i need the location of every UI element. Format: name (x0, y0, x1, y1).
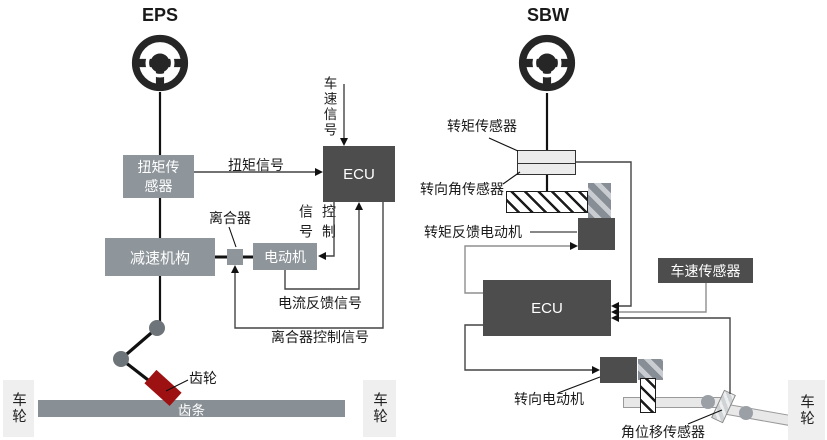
eps-wheel-left-box: 车轮 (3, 380, 34, 437)
eps-reducer-box: 减速机构 (105, 238, 215, 276)
arrow-into-clutch (231, 265, 239, 273)
arrow-into-steering-motor (592, 366, 600, 374)
sbw-speed-sensor-box: 车速传感器 (658, 258, 753, 283)
eps-gear-leader (165, 379, 189, 392)
arrow-into-sbw-ecu-1 (611, 302, 619, 310)
eps-torque-sensor-line2: 感器 (144, 177, 173, 194)
sbw-torque-feedback-motor-label: 转矩反馈电动机 (424, 224, 522, 240)
sbw-wheel-box: 车轮 (788, 380, 825, 440)
sbw-steering-motor-box (600, 357, 637, 383)
arrow-speed-into-ecu (340, 138, 348, 146)
eps-torque-sensor-line1: 扭矩传 (137, 158, 180, 175)
sbw-sensor-stack (517, 150, 576, 175)
eps-control-signal-label: 信号控制 (298, 204, 337, 244)
sbw-worm-gear-lower (638, 359, 663, 380)
sbw-steering-column-hatch (506, 191, 588, 213)
eps-ecu-box: ECU (323, 146, 395, 202)
eps-clutch-control-label: 离合器控制信号 (271, 329, 369, 345)
eps-joint-2 (113, 351, 129, 367)
eps-clutch-leader (228, 226, 237, 248)
eps-torque-sensor-box: 扭矩传 感器 (123, 155, 194, 198)
arrow-into-sbw-ecu-3 (611, 314, 619, 322)
sbw-title: SBW (527, 5, 569, 25)
arrow-control-into-motor (318, 252, 326, 260)
sbw-speed-sensor-line (619, 283, 707, 313)
eps-rack-bar: 齿条 (38, 400, 345, 418)
sbw-steering-angle-sensor-label: 转向角传感器 (420, 181, 504, 197)
sbw-torque-sensor-label: 转矩传感器 (447, 118, 517, 134)
sbw-torque-feedback-motor-box (578, 218, 615, 250)
sbw-worm-gear-upper (588, 183, 611, 221)
sbw-angular-displacement-sensor-label: 角位移传感器 (621, 424, 705, 440)
sbw-wheel-label: 车轮 (798, 393, 814, 427)
arrow-feedback-into-ecu (355, 202, 363, 210)
eps-wheel-right-box: 车轮 (363, 380, 396, 437)
eps-current-feedback-label: 电流反馈信号 (278, 295, 362, 311)
eps-torque-signal-label: 扭矩信号 (228, 157, 284, 173)
sbw-rack-segment-2 (721, 403, 792, 427)
eps-title: EPS (141, 5, 179, 25)
sbw-steering-wheel-icon (518, 34, 576, 92)
eps-wheel-right-label: 车轮 (371, 392, 387, 425)
eps-clutch-box (227, 249, 243, 265)
arrow-torque-into-ecu (315, 168, 323, 176)
sbw-torque-sensor-leader (488, 137, 519, 152)
eps-steering-wheel-icon (131, 34, 189, 92)
arrow-into-feedback-motor (570, 242, 578, 250)
sbw-rack-segment-1 (623, 397, 726, 408)
sensor-stack-divider (518, 162, 575, 164)
sbw-ecu-box: ECU (483, 280, 611, 336)
eps-clutch-label: 离合器 (209, 210, 251, 226)
eps-speed-signal-label: 车速信号 (321, 76, 337, 138)
arrow-into-sbw-ecu-2 (611, 308, 619, 316)
sbw-steering-motor-label: 转向电动机 (514, 391, 584, 407)
eps-wheel-left-label: 车轮 (10, 392, 26, 425)
eps-joint-1 (149, 320, 165, 336)
sbw-pinion-hatch (640, 378, 656, 413)
eps-universal-joint-links (118, 326, 162, 392)
eps-gear-label: 齿轮 (189, 370, 217, 386)
